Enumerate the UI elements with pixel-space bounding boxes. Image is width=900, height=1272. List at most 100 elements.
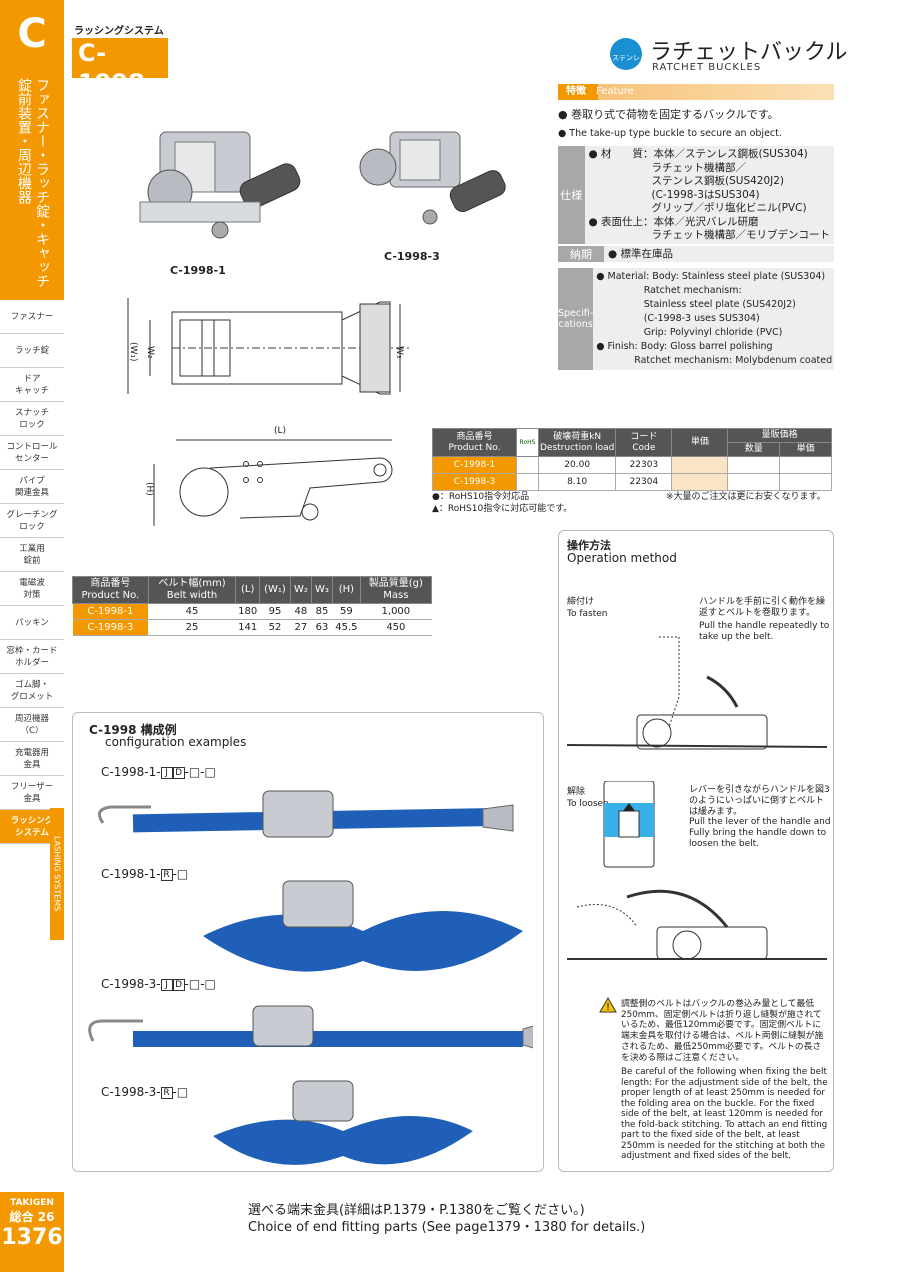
spec-line: Grip: Polyvinyl chloride (PVC)	[596, 327, 783, 338]
config-code: C-1998-3-R-□	[101, 1085, 188, 1099]
product-image-c1998-1	[139, 131, 301, 239]
page-number: 1376	[1, 1225, 63, 1250]
config-code: C-1998-1-R-□	[101, 867, 188, 881]
series-label: ラッシングシステム	[74, 26, 164, 37]
config-title: C-1998 構成例	[89, 723, 177, 737]
rohs-note-1: ●：RoHS10指令対応品	[432, 492, 530, 502]
end-fitting-note-jp: 選べる端末金具(詳細はP.1379・P.1380をご覧ください。)	[248, 1203, 585, 1218]
spec-en-label: Specifi- cations	[558, 268, 594, 370]
side-nav-item[interactable]: フリーザー 金具	[0, 776, 64, 810]
t1-load: 20.00	[537, 456, 617, 474]
lever-diagram	[603, 781, 655, 868]
side-view-drawing	[153, 439, 393, 526]
side-nav-item[interactable]: ドア キャッチ	[0, 368, 64, 402]
side-nav-item[interactable]: 充電器用 金具	[0, 742, 64, 776]
spec-label: 仕様	[558, 146, 585, 244]
config-box: J	[160, 978, 173, 991]
belt-illustrations	[88, 790, 533, 1165]
config-prefix: C-1998-3-	[101, 1085, 161, 1099]
spec-line: Ratchet mechanism: Molybdenum coated	[596, 355, 833, 366]
config-box: R	[160, 868, 173, 881]
t2-header: 製品質量(g) Mass	[359, 576, 433, 604]
spec-line: ● Material: Body: Stainless steel plate …	[596, 271, 826, 282]
t1-header-volume: 量販価格	[727, 428, 832, 443]
t2-cell: 63	[311, 619, 333, 636]
dimension-table: 商品番号 Product No.ベルト幅(mm) Belt width(L)(W…	[72, 576, 433, 636]
price-table: 商品番号 Product No. RoHS 破壊荷重kN Destruction…	[432, 428, 832, 491]
product-code: C-1998	[78, 39, 145, 97]
side-nav-item[interactable]: 窓枠・カード ホルダー	[0, 640, 64, 674]
configuration-examples-box: C-1998 構成例 configuration examples C-1998…	[72, 712, 544, 1172]
t2-cell: C-1998-1	[72, 603, 149, 620]
rohs-note-2: ▲：RoHS10指令に対応可能です。	[432, 504, 573, 514]
t1-header-price: 単価	[671, 428, 729, 457]
t2-header: 商品番号 Product No.	[72, 576, 149, 604]
spec-line: ● 材 質：本体／ステンレス鋼板(SUS304)	[588, 148, 808, 160]
config-subtitle: configuration examples	[105, 735, 247, 749]
category-name-2: 錠前装置・周辺機器	[16, 78, 32, 204]
page-subtitle: RATCHET BUCKLES	[652, 62, 762, 73]
warning-text-jp: 調整側のベルトはバックルの巻込み量として最低250mm、固定側ベルトは折り返し縫…	[621, 999, 824, 1063]
spec-line: (C-1998-3 uses SUS304)	[596, 313, 760, 324]
svg-text:!: !	[606, 1002, 610, 1013]
config-prefix: C-1998-1-	[101, 765, 161, 779]
config-box: J	[160, 766, 173, 779]
fasten-label-jp: 締付け	[567, 597, 595, 607]
t2-cell: 450	[360, 619, 432, 636]
t2-cell: 180	[235, 603, 260, 620]
side-nav-item[interactable]: 電磁波 対策	[0, 572, 64, 606]
spec-jp-lines: ● 材 質：本体／ステンレス鋼板(SUS304) ラチェット機構部／ ステンレス…	[585, 146, 835, 244]
t1-product: C-1998-1	[432, 456, 517, 474]
side-nav-item[interactable]: ラッチ錠	[0, 334, 64, 368]
op-title-jp: 操作方法	[567, 539, 611, 552]
dim-w1: (W₁)	[128, 342, 138, 362]
spec-line: Ratchet mechanism:	[596, 285, 742, 296]
fasten-label-en: To fasten	[567, 609, 608, 619]
warning-icon: !	[599, 997, 617, 1013]
sogo-label: 総合	[9, 1210, 34, 1224]
side-nav-item[interactable]: ファスナー	[0, 300, 64, 334]
side-nav-item[interactable]: 工業用 錠前	[0, 538, 64, 572]
side-nav-item[interactable]: パイプ 関連金具	[0, 470, 64, 504]
feature-text-jp: ● 巻取り式で荷物を固定するバックルです。	[558, 108, 779, 121]
t2-header: (L)	[235, 576, 261, 604]
loosen-label-en: To loosen	[567, 799, 609, 809]
config-tail: -□-□	[184, 977, 216, 991]
stock-label: 納期	[558, 246, 604, 262]
side-nav-item[interactable]: コントロール センター	[0, 436, 64, 470]
t2-cell: C-1998-3	[72, 619, 149, 636]
t2-header: ベルト幅(mm) Belt width	[147, 576, 237, 604]
spec-line: グリップ／ポリ塩化ビニル(PVC)	[588, 202, 807, 214]
t2-cell: 48	[290, 603, 312, 620]
spec-en-lines: ● Material: Body: Stainless steel plate …	[593, 268, 835, 370]
side-nav-item[interactable]: 周辺機器 （C）	[0, 708, 64, 742]
page-number-box: TAKIGEN 総合 26 1376	[0, 1192, 64, 1272]
side-nav-item[interactable]: スナッチ ロック	[0, 402, 64, 436]
category-letter: C	[17, 11, 47, 57]
fasten-diagram	[567, 636, 828, 750]
spec-en-block: Specifi- cations ● Material: Body: Stain…	[558, 268, 834, 370]
t1-header-qty: 数量	[727, 442, 781, 457]
t2-cell: 45.5	[332, 619, 361, 636]
side-nav-item[interactable]: グレーチング ロック	[0, 504, 64, 538]
stainless-badge: ステンレス	[610, 38, 642, 102]
t2-cell: 27	[290, 619, 312, 636]
side-nav: ファスナーラッチ錠ドア キャッチスナッチ ロックコントロール センターパイプ 関…	[0, 300, 64, 844]
brand-label: TAKIGEN	[10, 1198, 54, 1208]
spec-line: (C-1998-3はSUS304)	[588, 188, 760, 201]
side-nav-item[interactable]: ゴム脚・ グロメット	[0, 674, 64, 708]
fasten-desc-en: Pull the handle repeatedly to take up th…	[699, 621, 830, 642]
feature-text-en: ● The take-up type buckle to secure an o…	[558, 128, 782, 139]
t1-header-code: コード Code	[615, 428, 673, 457]
spec-line: ● 表面仕上：本体／光沢バレル研磨	[588, 215, 759, 228]
t2-cell: 25	[148, 619, 236, 636]
side-nav-item[interactable]: パッキン	[0, 606, 64, 640]
page-title: ラチェットバックル	[650, 40, 848, 65]
